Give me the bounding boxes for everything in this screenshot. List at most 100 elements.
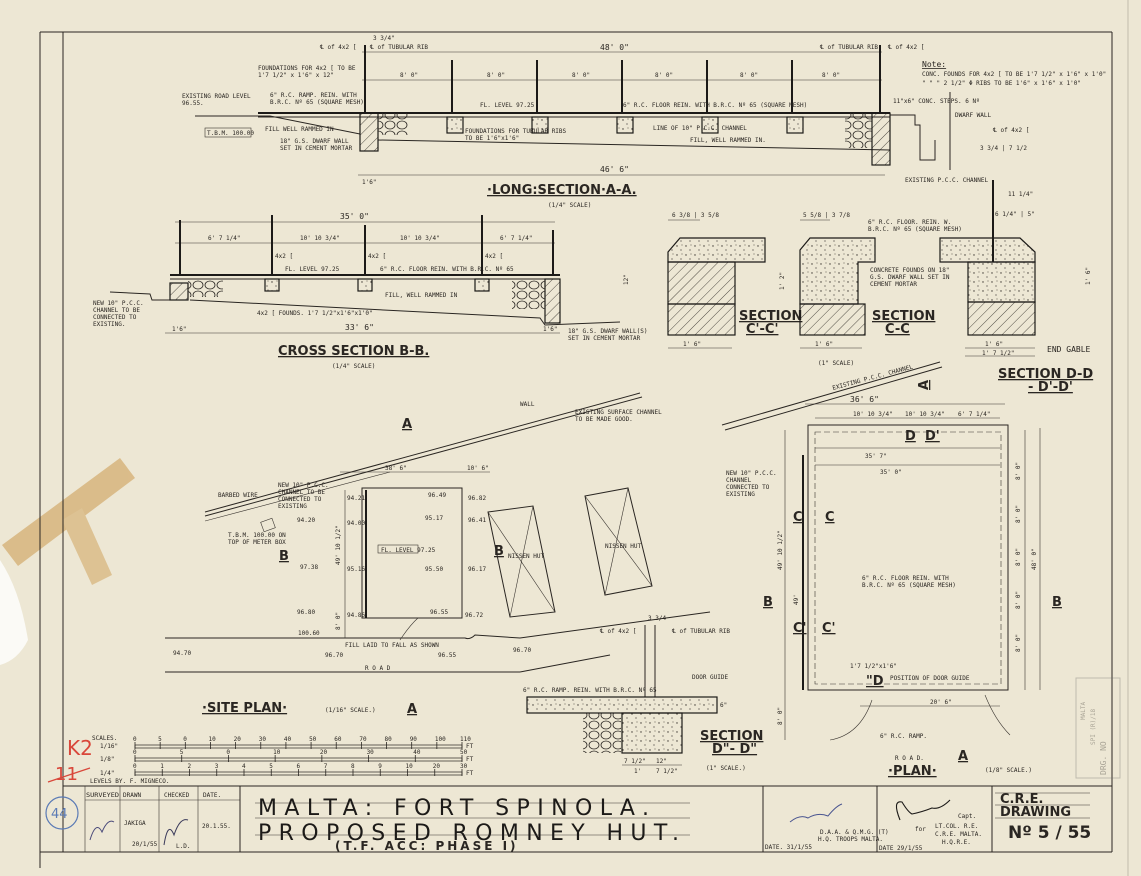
ls-cl-left-i: ℄ of 4x2 [ (319, 44, 356, 51)
ls-bay-6: 8' 0" (822, 72, 840, 79)
sp-level: 96.17 (468, 566, 486, 573)
ls-bay-5: 8' 0" (740, 72, 758, 79)
col-surveyed: SURVEYED (86, 792, 119, 799)
section-d2-title-2: D"- D" (712, 742, 757, 757)
scale-tick-label: 10 (273, 749, 281, 756)
plan-bottom: 20' 6" (930, 699, 952, 706)
ls-existing-channel: EXISTING P.C.C. CHANNEL (905, 177, 988, 184)
plan-marker-d: D (905, 429, 916, 444)
scale-tick-label: 80 (385, 736, 393, 743)
approver-2-sub: H.Q.R.E. (942, 839, 971, 846)
long-section-a-a: ℄ of 4x2 [ ℄ of TUBULAR RIB 3 3/4" 48' 0… (182, 35, 1106, 209)
approver-2-signature (895, 799, 951, 821)
section-c-title-1: SECTION (872, 309, 935, 324)
scale-tick-label: 30 (259, 736, 267, 743)
plan-top-bay-2: 10' 10 3/4" (905, 411, 945, 418)
approver-1-role: D.A.A. & Q.M.G. (T) (820, 829, 889, 836)
scale-tick-label: 3 (215, 763, 219, 770)
sp-fill: FILL LAID TO FALL AS SHOWN (345, 642, 439, 649)
ls-rib-offset: 3 3/4" (373, 35, 395, 42)
plan-marker-d-prime: D' (925, 429, 940, 444)
site-plan-scale: (1/16" SCALE.) (325, 707, 376, 714)
plan-marker-a-bottom: A (958, 749, 968, 764)
plan-scale: (1/8" SCALE.) (985, 767, 1032, 774)
sp-dim-front: 8' 0" (335, 612, 342, 630)
sp-section-a-marker-bottom: A (407, 702, 417, 717)
scale-tick-label: 1 (160, 763, 164, 770)
ls-overall-top: 48' 0" (600, 43, 629, 52)
d-dims: 3 3/4 | 7 1/2 (980, 145, 1027, 152)
scale-tick-label: 30 (367, 749, 375, 756)
scale-tick-label: 0 (226, 749, 230, 756)
detail-sections-scale: (1" SCALE) (818, 360, 854, 367)
sp-level: 96.70 (325, 652, 343, 659)
c-top-dims: 5 5/8 | 3 7/8 (803, 212, 850, 219)
approver-2-for: for (915, 826, 926, 833)
section-d-double-prime: ℄ of 4x2 [ ℄ of TUBULAR RIB 3 3/4 6" R.C… (523, 615, 763, 775)
plan-side-bay: 8' 0" (1015, 505, 1022, 523)
plan-front: 8' 0" (777, 707, 784, 725)
ls-fill-left: FILL WELL RAMMED IN (265, 126, 334, 133)
plan-top-bay-1: 10' 10 3/4" (853, 411, 893, 418)
sp-level: 95.16 (347, 566, 365, 573)
plan-left-inner: 49' (793, 594, 800, 605)
stamp-text: DRG. NO (1099, 741, 1108, 775)
sd2-dim-2: 12" (656, 758, 667, 765)
circled-mark (45, 796, 79, 830)
plan-marker-d-dbl: "D (866, 674, 884, 689)
scale-tick-label: 100 (435, 736, 446, 743)
scale-tick-label: 8 (351, 763, 355, 770)
cross-section-b-b: 35' 0" 6' 7 1/4" 10' 10 3/4" 10' 10 3/4"… (93, 212, 647, 370)
cs-overall-bottom: 33' 6" (345, 323, 374, 332)
sd2-ramp: 6" R.C. RAMP. REIN. WITH B.R.C. Nº 65 (523, 687, 657, 694)
sp-dim-side: 10' 6" (467, 465, 489, 472)
sd2-dim-3: 1' (634, 768, 641, 775)
plan-overall: 36' 6" (850, 395, 879, 404)
scale-unit: FT (466, 743, 474, 750)
ls-note-line-1: CONC. FOUNDS FOR 4x2 [ TO BE 1'7 1/2" x … (922, 71, 1106, 78)
scale-tick-label: 9 (378, 763, 382, 770)
sp-level: 96.55 (438, 652, 456, 659)
sp-level: 94.21 (347, 495, 365, 502)
plan-side-bay: 8' 0" (1015, 548, 1022, 566)
scale-tick-label: 10 (208, 736, 216, 743)
sp-fl-level: FL. LEVEL 97.25 (381, 547, 436, 554)
approver-1-org: H.Q. TROOPS MALTA. (818, 836, 883, 843)
sd2-dim-1: 7 1/2" (624, 758, 646, 765)
sheet-border (39, 0, 1129, 876)
title-block: LEVELS BY. F. MIGNECO. SURVEYED DRAWN CH… (45, 677, 1121, 853)
cross-section-scale: (1/4" SCALE) (332, 363, 375, 370)
cs-wall-left: 1'6" (172, 326, 186, 333)
cs-bay-1: 6' 7 1/4" (208, 235, 241, 242)
plan-marker-c-right: C (825, 510, 835, 525)
plan-marker-a-top: A (917, 380, 932, 390)
plan-footing: 1'7 1/2"x1'6" (850, 663, 897, 670)
sp-level: 94.20 (297, 517, 315, 524)
plan-marker-b-left: B (763, 595, 773, 610)
scale-tick-label: 110 (460, 736, 471, 743)
scale-tick-label: 40 (413, 749, 421, 756)
sp-level: 100.60 (298, 630, 320, 637)
cs-bay-3: 10' 10 3/4" (400, 235, 440, 242)
sp-level: 94.70 (173, 650, 191, 657)
sp-level: 95.50 (425, 566, 443, 573)
cs-dwarf-wall: 18" G.S. DWARF WALL(S)SET IN CEMENT MORT… (568, 328, 647, 342)
scale-tick-label: 40 (284, 736, 292, 743)
scale-unit: FT (466, 756, 474, 763)
ls-fill: FILL, WELL RAMMED IN. (690, 137, 766, 144)
sp-hut-1: NISSEN HUT (508, 553, 545, 560)
cs-fill: FILL, WELL RAMMED IN (385, 292, 458, 299)
plan-ramp: 6" R.C. RAMP. (880, 733, 927, 740)
scale-tick-label: 20 (234, 736, 242, 743)
adhesive-tape (2, 458, 135, 585)
cre-label: C.R.E. (1000, 792, 1044, 807)
sp-dim-len: 49' 10 1/2" (335, 525, 342, 565)
ls-bay-4: 8' 0" (655, 72, 673, 79)
cs-fl-level: FL. LEVEL 97.25 (285, 266, 340, 273)
ls-cl-tubular-right: ℄ of TUBULAR RIB (819, 44, 878, 51)
